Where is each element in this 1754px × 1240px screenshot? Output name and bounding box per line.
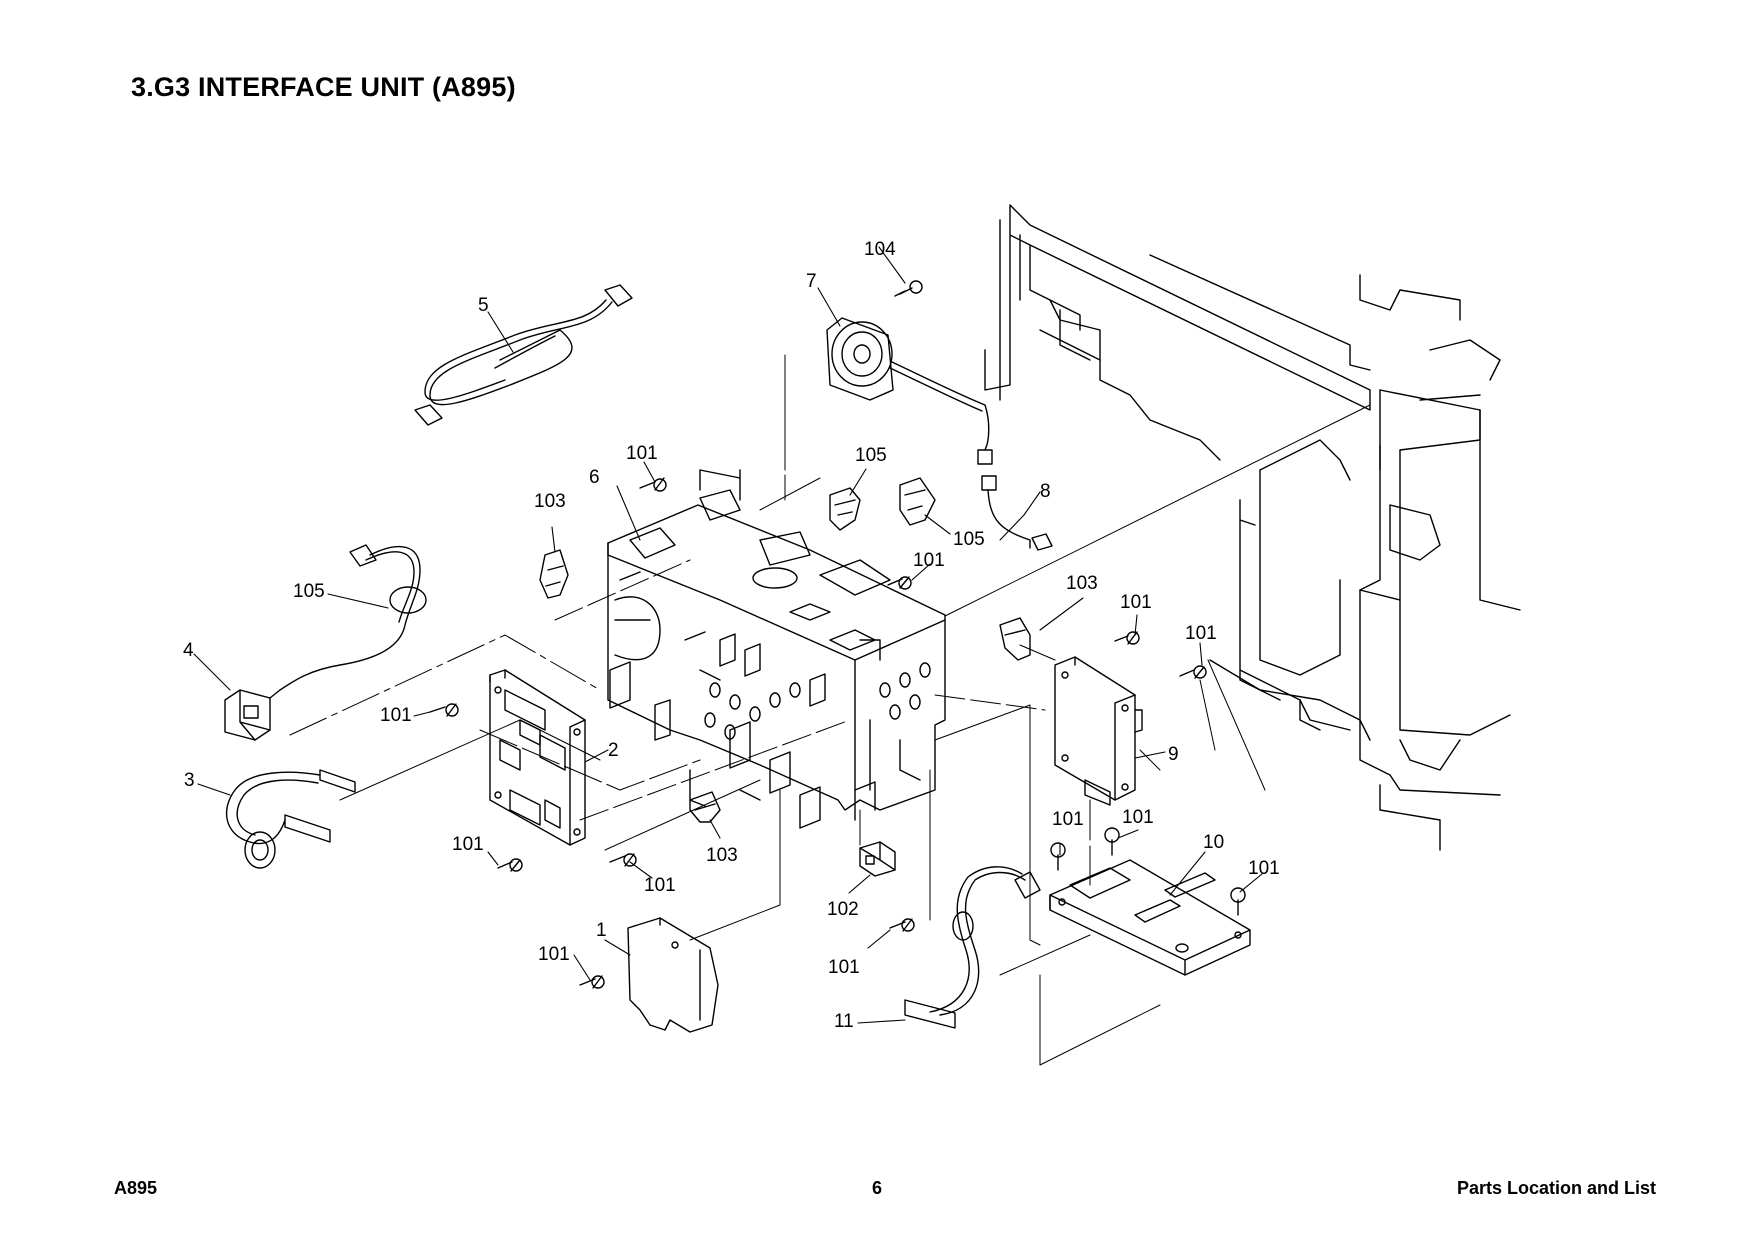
part-103-clamp-left xyxy=(539,549,569,599)
callout-102: 102 xyxy=(827,899,859,920)
part-105-ferrite-harness xyxy=(269,544,427,699)
part-105-clamp-right xyxy=(899,477,936,526)
part-5-telephone-cord xyxy=(414,284,633,426)
page-title: 3.G3 INTERFACE UNIT (A895) xyxy=(131,72,516,102)
callout-4: 4 xyxy=(183,640,194,661)
callout-11: 11 xyxy=(834,1011,854,1032)
footer-section-title: Parts Location and List xyxy=(1456,1178,1656,1198)
callout-10: 10 xyxy=(1203,832,1224,853)
callout-101: 101 xyxy=(1052,809,1084,830)
assembly-lines xyxy=(289,354,1371,1066)
callout-8: 8 xyxy=(1040,481,1051,502)
screws-101 xyxy=(429,477,1246,989)
callout-101: 101 xyxy=(644,875,676,896)
part-8-speaker-harness xyxy=(889,361,1053,551)
leader-lines xyxy=(193,246,1263,1024)
part-11-cable xyxy=(904,866,1041,1029)
callout-7: 7 xyxy=(806,271,817,292)
callout-101: 101 xyxy=(828,957,860,978)
callout-5: 5 xyxy=(478,295,489,316)
footer-model: A895 xyxy=(114,1178,158,1198)
part-7-speaker xyxy=(826,317,894,401)
callout-101: 101 xyxy=(1122,807,1154,828)
callout-2: 2 xyxy=(608,740,619,761)
part-3-flat-cable xyxy=(225,769,356,869)
callout-101: 101 xyxy=(1248,858,1280,879)
part-103-clamp-right xyxy=(999,617,1031,661)
callout-101: 101 xyxy=(380,705,412,726)
callout-103: 103 xyxy=(534,491,566,512)
part-105-clamp-top xyxy=(829,487,861,531)
machine-frame xyxy=(984,204,1521,851)
part-103-clamp-bottom xyxy=(689,791,721,823)
callout-105: 105 xyxy=(953,529,985,550)
footer-page-number: 6 xyxy=(872,1178,883,1198)
part-2-board xyxy=(489,669,586,846)
part-1-bracket xyxy=(627,917,719,1033)
callout-105: 105 xyxy=(293,581,325,602)
callout-103: 103 xyxy=(706,845,738,866)
part-102-ferrite-core xyxy=(859,841,896,877)
part-9-board xyxy=(1054,656,1143,806)
callout-105: 105 xyxy=(855,445,887,466)
callout-101: 101 xyxy=(452,834,484,855)
callout-101: 101 xyxy=(1185,623,1217,644)
callout-101: 101 xyxy=(538,944,570,965)
part-4-modular-jack xyxy=(224,689,271,741)
callout-1: 1 xyxy=(596,920,607,941)
callout-3: 3 xyxy=(184,770,195,791)
callout-101: 101 xyxy=(1120,592,1152,613)
callout-101: 101 xyxy=(626,443,658,464)
callout-6: 6 xyxy=(589,467,600,488)
callout-labels: 5 104 7 101 105 6 103 8 105 101 105 103 … xyxy=(183,239,1280,1032)
part-6-main-bracket xyxy=(607,469,946,829)
part-104-screw xyxy=(894,280,923,297)
part-10-board xyxy=(1049,859,1251,976)
callout-9: 9 xyxy=(1168,744,1179,765)
callout-101: 101 xyxy=(913,550,945,571)
callout-104: 104 xyxy=(864,239,896,260)
callout-103: 103 xyxy=(1066,573,1098,594)
